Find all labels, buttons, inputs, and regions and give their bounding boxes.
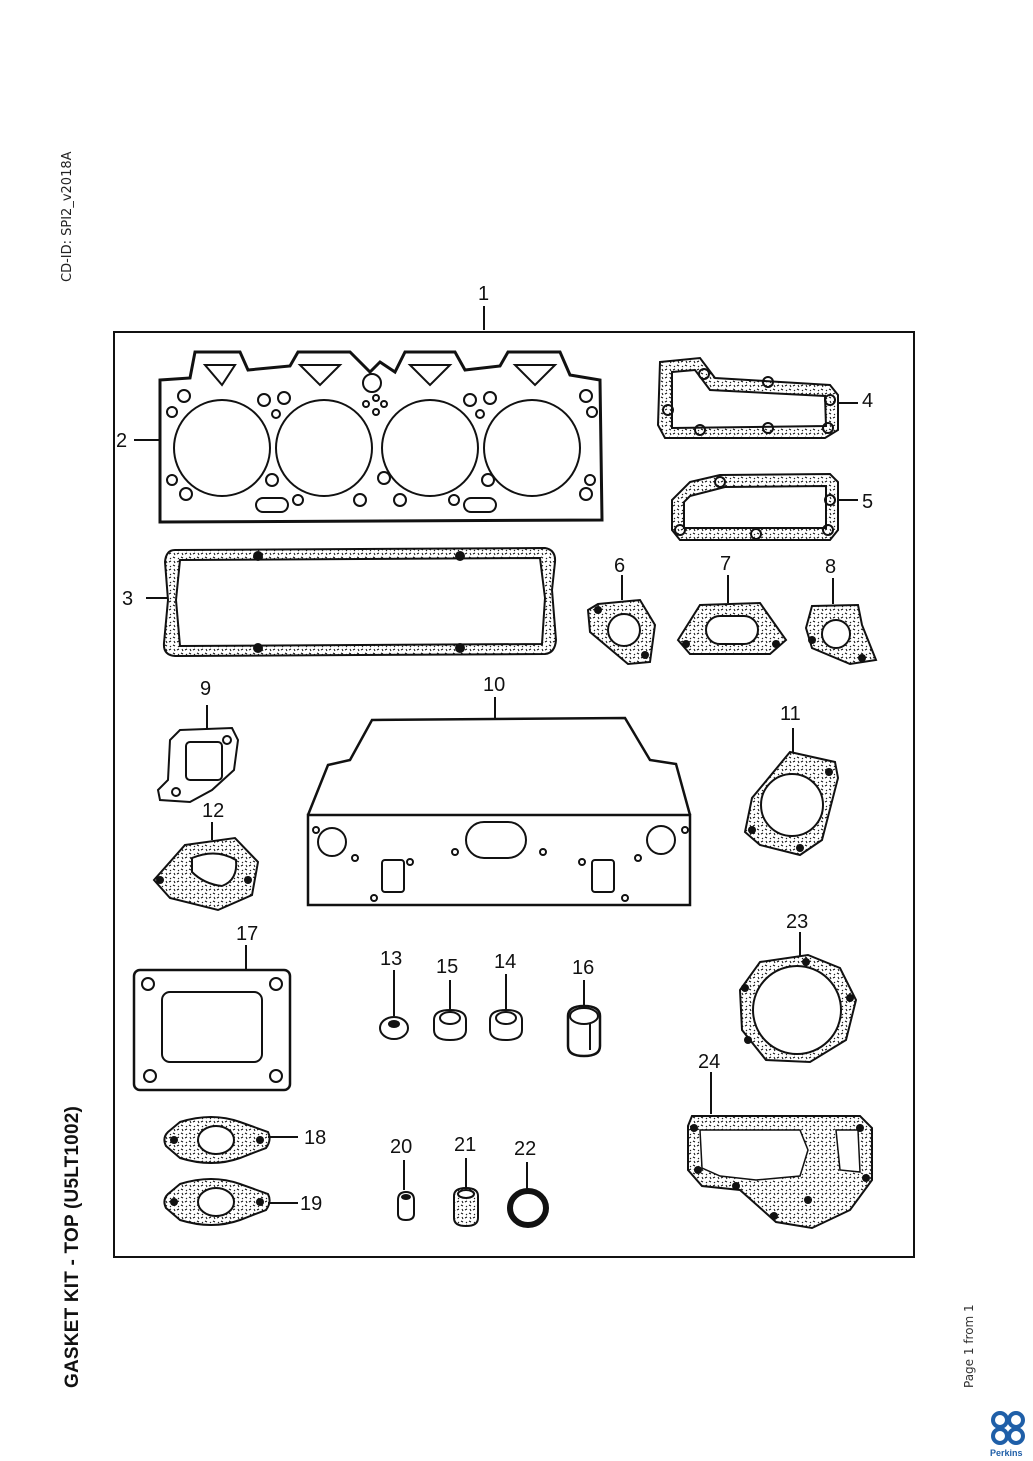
callout-19: 19	[300, 1193, 322, 1215]
part-9-gasket	[156, 726, 240, 804]
part-19-gasket	[163, 1178, 271, 1226]
callout-3: 3	[122, 588, 133, 610]
callout-9: 9	[200, 678, 211, 700]
part-12-gasket	[152, 836, 260, 912]
part-10-timing-case-gasket	[306, 716, 692, 907]
part-11-gasket	[743, 750, 840, 857]
callout-13: 13	[380, 948, 402, 970]
callout-15: 15	[436, 956, 458, 978]
diagram-frame	[113, 331, 915, 1258]
part-8-gasket	[804, 603, 878, 666]
part-16-sleeve	[566, 1004, 602, 1058]
part-4-gasket	[656, 356, 839, 439]
callout-11: 11	[780, 703, 801, 725]
callout-14: 14	[494, 951, 516, 973]
callout-8: 8	[825, 556, 836, 578]
callout-12: 12	[202, 800, 224, 822]
callout-16: 16	[572, 957, 594, 979]
callout-1: 1	[478, 283, 489, 305]
part-14-seal	[489, 1008, 523, 1042]
part-6-gasket	[586, 598, 657, 666]
callout-23: 23	[786, 911, 808, 933]
callout-7: 7	[720, 553, 731, 575]
part-13-seal	[379, 1016, 409, 1040]
part-21-sleeve	[453, 1186, 479, 1228]
part-18-gasket	[163, 1116, 271, 1164]
part-2-head-gasket	[158, 350, 604, 524]
part-17-gasket	[132, 968, 292, 1092]
part-3-rocker-cover-gasket	[162, 546, 558, 658]
callout-2: 2	[116, 430, 127, 452]
part-22-o-ring	[507, 1188, 549, 1228]
part-23-gasket	[738, 953, 858, 1064]
callout-10: 10	[483, 674, 505, 696]
callout-4: 4	[862, 390, 873, 412]
part-20-seal	[397, 1190, 415, 1222]
part-5-gasket	[671, 472, 839, 541]
callout-5: 5	[862, 491, 873, 513]
callout-18: 18	[304, 1127, 326, 1149]
perkins-logo-icon	[991, 1411, 1025, 1445]
brand-name: Perkins	[990, 1448, 1023, 1458]
callout-20: 20	[390, 1136, 412, 1158]
callout-17: 17	[236, 923, 258, 945]
callout-22: 22	[514, 1138, 536, 1160]
callout-6: 6	[614, 555, 625, 577]
part-7-gasket	[676, 601, 788, 655]
callout-24: 24	[698, 1051, 720, 1073]
part-15-seal	[433, 1008, 467, 1042]
part-24-gasket	[687, 1115, 873, 1230]
callout-21: 21	[454, 1134, 476, 1156]
